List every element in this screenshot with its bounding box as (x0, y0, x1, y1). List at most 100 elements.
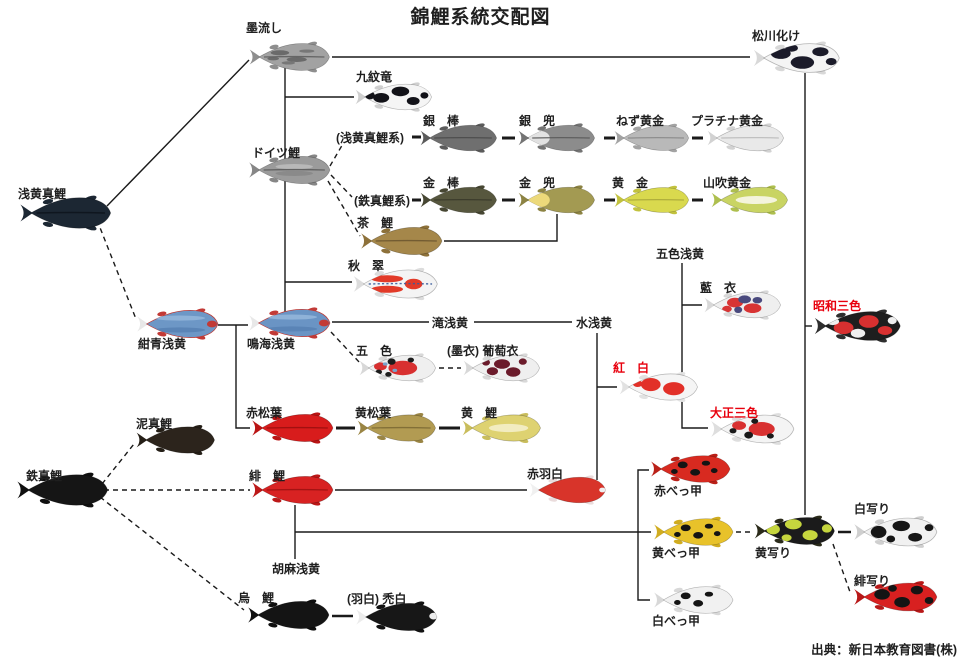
fish-fin (439, 188, 449, 193)
fish-fin (374, 292, 385, 297)
konjo-asagi-fish-icon (137, 308, 219, 340)
ogon-label: 黄 金 (612, 175, 649, 190)
platinum-ogon-label: プラチナ黄金 (691, 113, 764, 128)
fish-fin (673, 607, 683, 613)
lineage-edge (101, 443, 135, 485)
ogon-fish-icon (614, 185, 689, 215)
fish-fin (638, 374, 648, 380)
fish-fin (272, 477, 282, 483)
fish-fin (673, 539, 683, 545)
konjo-asagi-label: 紺青浅黄 (138, 336, 186, 351)
fish-fin (439, 207, 449, 212)
ki-matsuba-fish-icon (357, 412, 436, 444)
fish-fin (548, 478, 558, 483)
fish-fin (836, 334, 846, 340)
fish-fin (723, 293, 733, 298)
fish-fin (723, 312, 733, 317)
fish-fin (439, 145, 449, 150)
fish-fin (874, 519, 885, 524)
lineage-edge (681, 263, 708, 429)
kin-kabuto-label: 金 兜 (518, 175, 555, 190)
taisho-sanshoku-label: 大正三色 (710, 405, 758, 420)
aka-matsuba-fish-icon (252, 412, 334, 444)
fish-fin (269, 157, 279, 163)
showa-sanshoku-fish-icon (814, 309, 901, 343)
fish-fin (775, 44, 785, 50)
fish-fin (376, 415, 386, 421)
hi-utsuri-fish-icon (854, 581, 938, 613)
kohaku-fish-icon (619, 371, 698, 403)
fish-fin (730, 207, 740, 212)
fish-fin (537, 126, 547, 131)
lineage-edge (96, 219, 137, 320)
ki-goi-fish-icon (462, 412, 541, 444)
matsukawabake-fish-icon (753, 41, 840, 75)
doitsu-goi-label: ドイツ鯉 (252, 145, 300, 160)
fish-fin (632, 207, 642, 212)
kin-bo-fish-icon (420, 185, 497, 215)
fish-fin (42, 199, 54, 205)
fish-fin (481, 435, 491, 441)
kumonryu-label: 九紋竜 (355, 69, 392, 84)
nezu-ogon-fish-icon (614, 123, 689, 153)
lineage-edge (106, 59, 250, 207)
asagi-magoi-fish-icon (20, 195, 112, 231)
fish-fin (774, 538, 784, 544)
fish-fin (673, 519, 683, 525)
ai-goromo-fish-icon (704, 290, 781, 320)
lineage-edge (329, 141, 345, 167)
suminagashi-label: 墨流し (246, 20, 282, 35)
fish-fin (272, 497, 282, 503)
yamabuki-ogon-label: 山吹黄金 (703, 175, 752, 190)
fish-fin (39, 498, 51, 504)
gin-bo-fish-icon (420, 123, 497, 153)
ki-bekko-fish-icon (654, 516, 734, 548)
fish-fin (548, 497, 558, 502)
fish-fin (537, 188, 547, 193)
fish-fin (157, 331, 167, 337)
fish-fin (874, 584, 885, 589)
hajiro-label: (羽白) 禿白 (347, 591, 406, 606)
doro-magoi-fish-icon (136, 424, 215, 456)
fish-fin (481, 415, 491, 421)
gin-bo-label: 銀 棒 (422, 113, 460, 128)
ki-utsuri-label: 黄写り (755, 545, 791, 560)
fish-fin (439, 126, 449, 131)
fish-fin (268, 622, 278, 628)
fish-fin (376, 624, 386, 630)
fish-fin (155, 447, 165, 453)
doitsu-goi-fish-icon (249, 154, 331, 186)
fish-fin (638, 394, 648, 400)
fish-fin (155, 427, 165, 433)
lineage-edge (99, 496, 245, 611)
page-title: 錦鯉系統交配図 (410, 7, 551, 28)
goshiki-fish-icon (359, 353, 436, 383)
yamabuki-ogon-fish-icon (711, 185, 788, 215)
fish-fin (730, 188, 740, 193)
akahajiro-fish-icon (529, 475, 606, 505)
fish-fin (378, 375, 388, 380)
goshiki-asagi-label: 五色浅黄 (656, 246, 704, 261)
fish-fin (381, 248, 391, 254)
asagi-magoi-label: 浅黄真鯉 (18, 186, 66, 201)
fish-fin (42, 221, 54, 227)
tetsu-magoi-label: 鉄真鯉 (26, 468, 62, 483)
fish-fin (774, 518, 784, 524)
showa-sanshoku-label: 昭和三色 (813, 298, 861, 313)
fish-fin (482, 375, 492, 380)
fish-fin (632, 126, 642, 131)
budo-goromo-label: (墨衣) 葡萄衣 (447, 343, 518, 358)
fish-fin (269, 330, 279, 336)
fish-fin (269, 64, 279, 70)
goma-asagi-label: 胡麻浅黄 (272, 561, 320, 576)
karasu-goi-fish-icon (248, 599, 330, 631)
fish-fin (376, 604, 386, 610)
narumi-asagi-label: 鳴海浅黄 (247, 336, 295, 351)
gin-kabuto-fish-icon (518, 123, 595, 153)
chagoi-label: 茶 鯉 (356, 215, 393, 230)
lineage-edge (327, 180, 361, 237)
doro-magoi-label: 泥真鯉 (136, 416, 172, 431)
fish-fin (673, 587, 683, 593)
shusui-label: 秋 翠 (348, 258, 384, 273)
